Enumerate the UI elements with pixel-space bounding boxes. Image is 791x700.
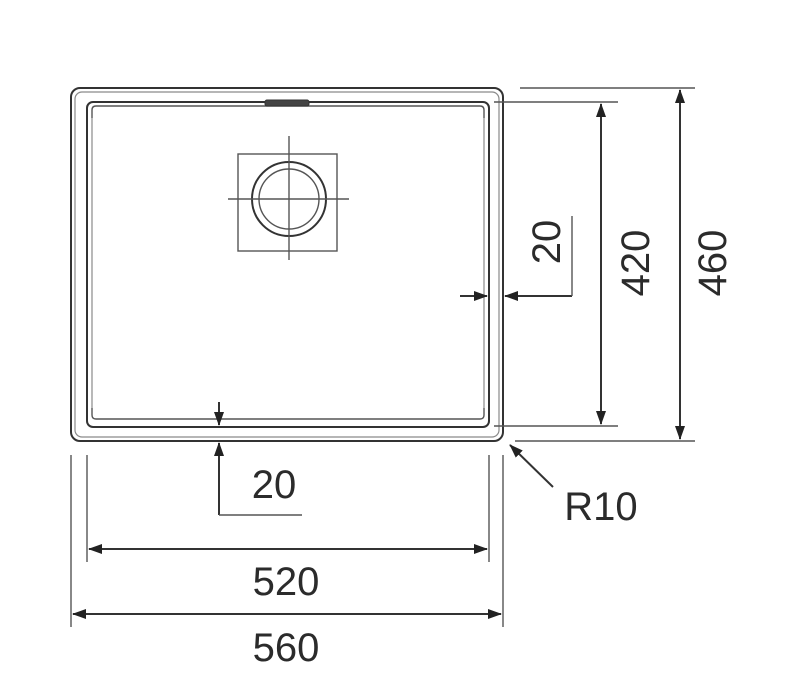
inner-bowl-top-lip: [91, 105, 485, 118]
drain-icon: [228, 136, 349, 260]
label-outer-depth: 460: [691, 230, 735, 297]
inner-bowl-bottom-lip: [91, 408, 485, 420]
inner-bowl-outline: [86, 101, 490, 428]
leader-corner-radius: [509, 444, 554, 488]
label-inner-depth: 420: [614, 230, 658, 297]
outer-rim-inner-edge: [74, 91, 500, 438]
label-inner-width: 520: [253, 560, 320, 604]
label-side-rim: 20: [525, 220, 569, 265]
label-corner-radius: R10: [564, 485, 637, 529]
outer-rim-outline: [70, 87, 504, 442]
label-outer-width: 560: [253, 626, 320, 670]
label-bottom-rim: 20: [252, 463, 297, 507]
overflow-slot: [264, 99, 310, 107]
